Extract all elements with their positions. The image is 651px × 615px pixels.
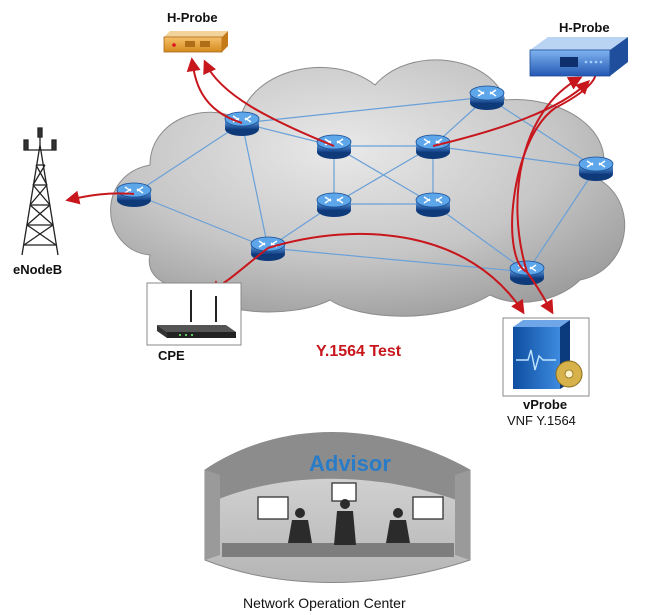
noc-room <box>204 432 471 583</box>
operator-icon <box>288 508 312 543</box>
advisor-label: Advisor <box>309 451 391 476</box>
test-label: Y.1564 Test <box>316 343 402 360</box>
cpe-label: CPE <box>158 348 185 363</box>
noc-label: Network Operation Center <box>243 595 406 611</box>
vnf-label: VNF Y.1564 <box>507 413 576 428</box>
hprobe-right-label: H-Probe <box>559 20 610 35</box>
operator-icon <box>386 508 410 543</box>
cell-tower-icon <box>21 127 59 256</box>
enodeb-label: eNodeB <box>13 262 63 277</box>
network-cloud <box>110 59 626 317</box>
software-box-icon <box>502 317 590 397</box>
router-icon <box>415 134 451 160</box>
operator-icon <box>334 499 356 545</box>
router-icon <box>224 111 260 137</box>
hprobe-left-device <box>163 31 228 53</box>
router-icon <box>116 182 152 208</box>
router-icon <box>316 134 352 160</box>
hprobe-left-label: H-Probe <box>167 10 218 25</box>
hprobe-right-device <box>529 37 628 77</box>
router-icon <box>415 192 451 218</box>
router-icon <box>316 192 352 218</box>
router-icon <box>578 156 614 182</box>
cpe-device <box>146 282 242 346</box>
vprobe-label: vProbe <box>523 397 568 412</box>
router-icon <box>469 85 505 111</box>
